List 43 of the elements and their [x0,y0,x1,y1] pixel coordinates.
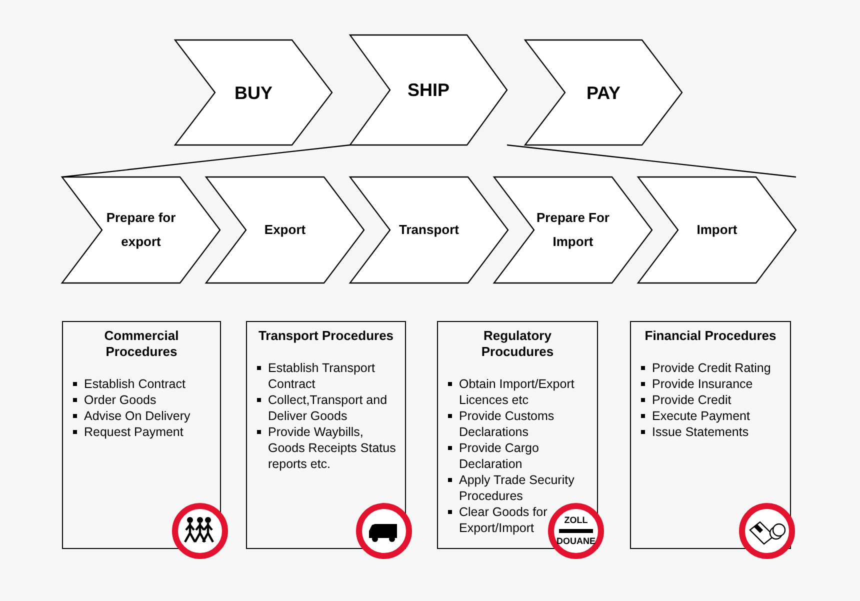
chevron-shape [350,35,507,145]
chevron-shape [175,40,332,145]
panel-heading: Regulatory Procudures [480,328,555,360]
list-item: Obtain Import/Export Licences etc [459,377,574,407]
panel-heading: Commercial Procedures [103,328,180,360]
list-item: Provide Credit [652,393,732,407]
procedure-panel [62,321,221,549]
chevron-shape [638,177,796,283]
procedure-panel [630,321,791,549]
list-item: Clear Goods for Export/Import [459,505,548,535]
procedure-panel [437,321,598,549]
chevron-shape [525,40,682,145]
panel-heading: Financial Procedures [644,328,778,344]
list-item: Provide Credit Rating [652,361,771,375]
procedure-panel [246,321,406,549]
chevron-label: Prepare For Import [536,209,610,251]
sign-text: DOUANE [555,536,596,546]
list-item: Provide Waybills, Goods Receipts Status reports etc. [268,425,396,471]
list-item: Establish Transport Contract [268,361,375,391]
chevron-shape [494,177,652,283]
chevron-shape [350,177,508,283]
chevron-label: Prepare for export [105,209,177,251]
chevron-label: BUY [234,82,272,104]
chevron-label: PAY [586,82,621,104]
list-item: Request Payment [84,425,184,439]
chevron-shape [206,177,364,283]
sign-text: ZOLL [563,515,589,525]
list-item: Order Goods [84,393,156,407]
list-item: Collect,Transport and Deliver Goods [268,393,388,423]
list-item: Establish Contract [84,377,186,391]
list-item: Execute Payment [652,409,750,423]
chevron-label: SHIP [407,79,450,101]
list-item: Issue Statements [652,425,749,439]
list-item: Advise On Delivery [84,409,190,423]
chevron-shape [62,177,220,283]
chevron-label: Transport [399,221,459,239]
list-item: Provide Cargo Declaration [459,441,539,471]
list-item: Provide Customs Declarations [459,409,554,439]
list-item: Apply Trade Security Procedures [459,473,574,503]
chevron-label: Export [264,221,306,239]
panel-heading: Transport Procedures [257,328,395,344]
list-item: Provide Insurance [652,377,753,391]
chevron-label: Import [696,221,738,239]
